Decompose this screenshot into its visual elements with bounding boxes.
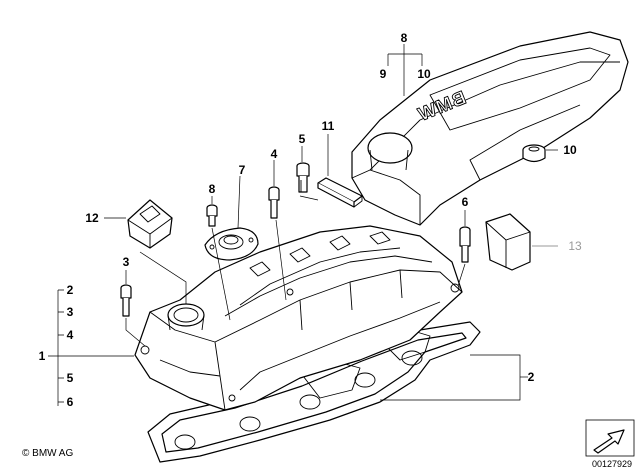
- copyright-notice: © BMW AG: [22, 448, 74, 459]
- bolt-with-grommet: [120, 284, 132, 317]
- callout-6-list: 6: [67, 395, 74, 409]
- callout-5-bolt: 5: [299, 132, 306, 146]
- seal-strip: [317, 177, 363, 208]
- callout-3-list: 3: [67, 305, 74, 319]
- callout-4-bolt: 4: [271, 147, 278, 161]
- callout-11-cover: 10: [417, 67, 431, 81]
- leader-lines: [48, 44, 558, 406]
- oil-filler-cap: [127, 199, 173, 249]
- bolt-with-seal: [296, 162, 310, 193]
- callout-2-gasket: 2: [528, 370, 535, 384]
- callout-1: 1: [39, 349, 46, 363]
- callout-9: 8: [401, 31, 408, 45]
- cylinder-head-cover: [134, 225, 463, 411]
- grommet: [522, 144, 546, 163]
- callout-11-grommet: 10: [563, 143, 577, 157]
- screw: [206, 204, 218, 227]
- callout-8: 8: [209, 182, 216, 196]
- callout-12: 12: [85, 211, 99, 225]
- callout-13: 13: [568, 239, 582, 253]
- callout-labels: 8 9 10 11 10 5 4 7 8 12 3 6 13 1 2 3 4 5…: [39, 31, 582, 409]
- callout-10-cover: 9: [380, 67, 387, 81]
- callout-7: 7: [239, 163, 246, 177]
- bolt-with-sleeve: [268, 186, 280, 219]
- callout-2-list: 2: [67, 283, 74, 297]
- callout-6-bolt: 6: [462, 195, 469, 209]
- direction-arrow-icon: [585, 419, 635, 457]
- callout-10-strip: 11: [322, 119, 335, 133]
- reference-number: 00127929: [591, 459, 632, 469]
- callout-3-bolt: 3: [123, 255, 130, 269]
- callout-5-list: 5: [67, 371, 74, 385]
- engine-acoustic-cover: BMW: [351, 31, 629, 226]
- vent-flange: [204, 227, 259, 261]
- callout-4-list: 4: [67, 328, 74, 342]
- spark-plug-bolt: [459, 226, 471, 263]
- bracket: [485, 213, 531, 271]
